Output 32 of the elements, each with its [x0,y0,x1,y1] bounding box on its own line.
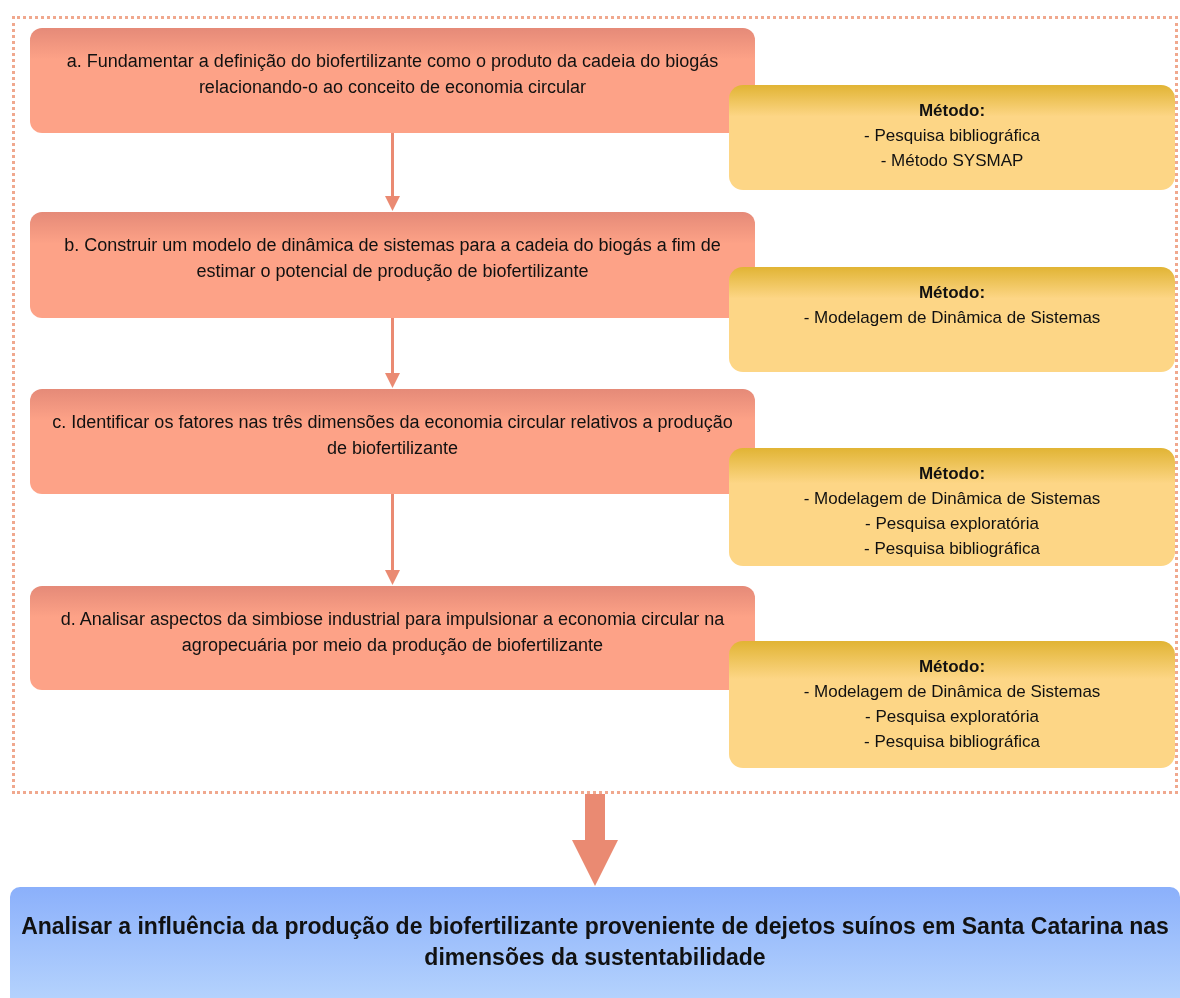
node-text: c. Identificar os fatores nas três dimensões da economia circular relativos a produção de biofertilizante [51,411,734,460]
node-text: Analisar a influência da produção de biofertilizante proveniente de dejetos suínos em Santa Catarina nas dimensões da sustentabilidade [20,912,1170,972]
objective-box [30,389,755,494]
method-box [729,85,1175,190]
method-item: - Pesquisa bibliográfica [863,125,1041,147]
node-text: d. Analisar aspectos da simbiose industrial para impulsionar a economia circular na agropecuária por meio da produção de biofertilizante [59,608,726,657]
goal-box [10,887,1180,998]
objective-box [30,28,755,133]
method-heading: Método: [917,656,987,678]
objective-box [30,212,755,318]
method-heading: Método: [917,100,987,122]
arrow [385,133,400,211]
method-item: - Método SYSMAP [879,150,1025,172]
arrow [385,494,400,585]
arrow [385,318,400,388]
method-item: - Modelagem de Dinâmica de Sistemas [802,307,1102,329]
method-item: - Modelagem de Dinâmica de Sistemas [802,681,1102,703]
method-item: - Pesquisa bibliográfica [863,731,1041,753]
node-text: b. Construir um modelo de dinâmica de sistemas para a cadeia do biogás a fim de estimar o potencial de produção de biofertilizante [63,234,722,283]
method-box [729,448,1175,566]
method-item: - Modelagem de Dinâmica de Sistemas [802,488,1102,510]
dotted-frame [12,16,1178,794]
block-arrow [572,794,618,886]
method-heading: Método: [917,282,987,304]
method-heading: Método: [917,463,987,485]
node-text: a. Fundamentar a definição do biofertilizante como o produto da cadeia do biogás relacionando-o ao conceito de economia circular [65,50,720,99]
method-item: - Pesquisa exploratória [864,706,1040,728]
objective-box [30,586,755,690]
method-box [729,641,1175,768]
method-box [729,267,1175,372]
method-item: - Pesquisa exploratória [864,513,1040,535]
method-item: - Pesquisa bibliográfica [863,538,1041,560]
